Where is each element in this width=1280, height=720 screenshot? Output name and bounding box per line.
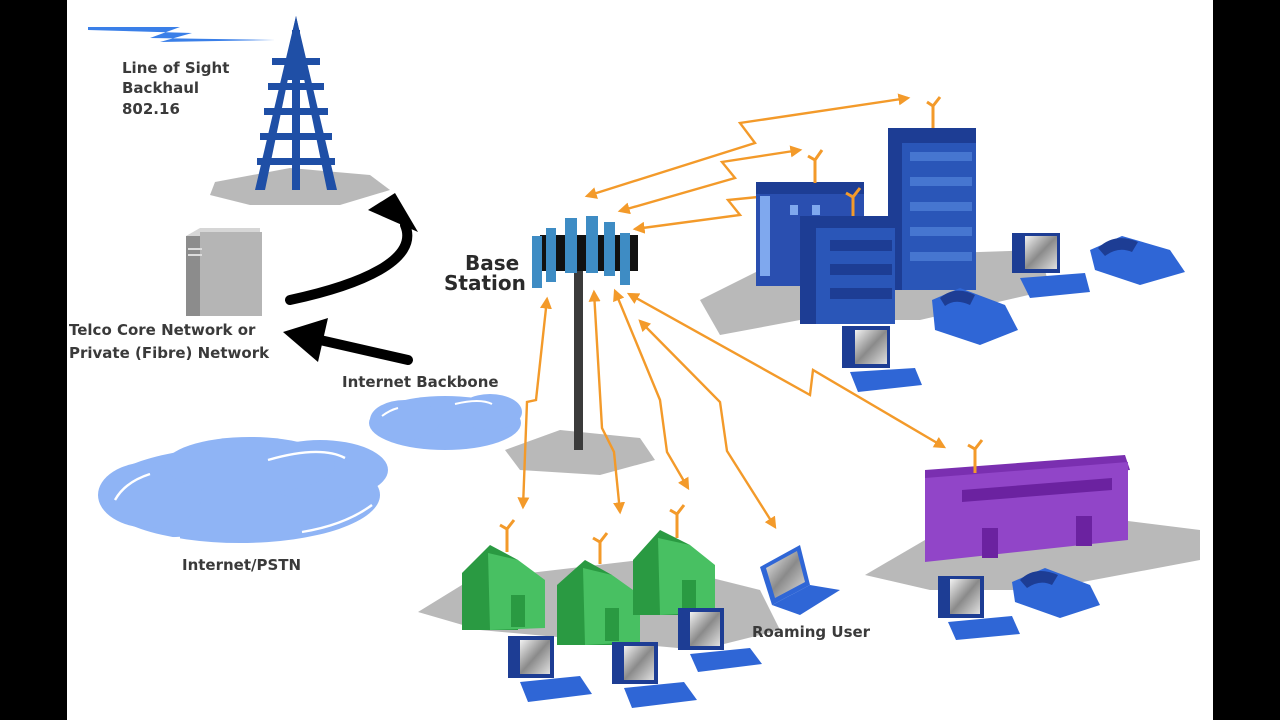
business-computer-icon [938, 576, 1020, 640]
house-1-icon [462, 519, 545, 630]
base-station-label-line1: Base [465, 251, 519, 275]
backhaul-lightning-icon [88, 27, 275, 42]
backbone-arrow-icon [283, 318, 413, 365]
backhaul-label-line2: Backhaul [122, 79, 199, 97]
link-tall-tower [584, 93, 911, 199]
office-buildings-icon [700, 96, 1050, 335]
internet-pstn-cloud-icon [98, 437, 388, 543]
base-station-icon [505, 216, 655, 475]
roaming-user-label: Roaming User [752, 623, 871, 641]
business-building-icon [865, 439, 1200, 590]
office-phone-2-icon [1090, 236, 1185, 285]
office-phone-icon [932, 288, 1018, 345]
link-roaming [638, 319, 777, 530]
roaming-laptop-icon [760, 545, 840, 615]
backhaul-label-line3: 802.16 [122, 100, 180, 118]
backhaul-tower-icon [210, 16, 390, 205]
office-computer-2-icon [1012, 233, 1090, 298]
house-3-icon [633, 504, 715, 615]
internet-backbone-cloud-icon [369, 394, 522, 450]
uplink-arrow-icon [285, 193, 418, 305]
core-server-icon [186, 228, 262, 316]
home-computer-3-icon [678, 608, 762, 672]
home-computer-1-icon [508, 636, 592, 702]
backhaul-label-line1: Line of Sight [122, 59, 229, 77]
house-2-icon [557, 532, 640, 645]
core-network-label-line1: Telco Core Network or [69, 321, 256, 339]
base-station-label-line2: Station [444, 271, 526, 295]
internet-pstn-label: Internet/PSTN [182, 556, 301, 574]
office-computer-icon [842, 326, 922, 392]
link-home-2 [588, 289, 626, 515]
home-computer-2-icon [612, 642, 697, 708]
link-home-3 [613, 288, 690, 491]
core-network-label-line2: Private (Fibre) Network [69, 344, 270, 362]
link-home-1 [517, 296, 552, 510]
business-phone-icon [1012, 568, 1100, 618]
internet-backbone-label: Internet Backbone [342, 373, 499, 391]
